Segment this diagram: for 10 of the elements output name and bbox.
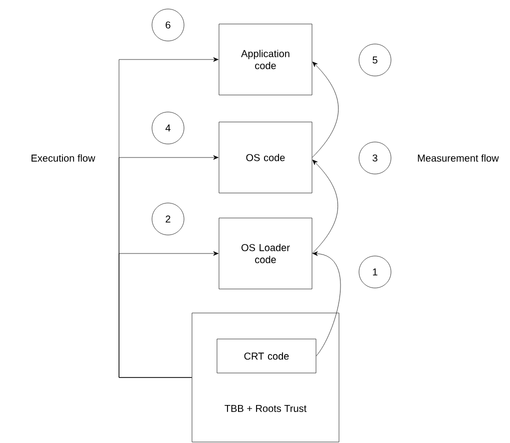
- code-box: OS Loader code: [218, 218, 312, 290]
- measurement-arrow: [312, 160, 338, 254]
- flow-label: Measurement flow: [418, 154, 499, 162]
- code-box: CRT code: [216, 338, 316, 374]
- measurement-arrow: [312, 251, 341, 356]
- code-box: OS code: [218, 122, 312, 194]
- flow-label: Execution flow: [32, 154, 96, 162]
- measurement-arrow: [312, 62, 339, 158]
- execution-arrow: [118, 251, 218, 378]
- code-box: Application code: [218, 24, 312, 96]
